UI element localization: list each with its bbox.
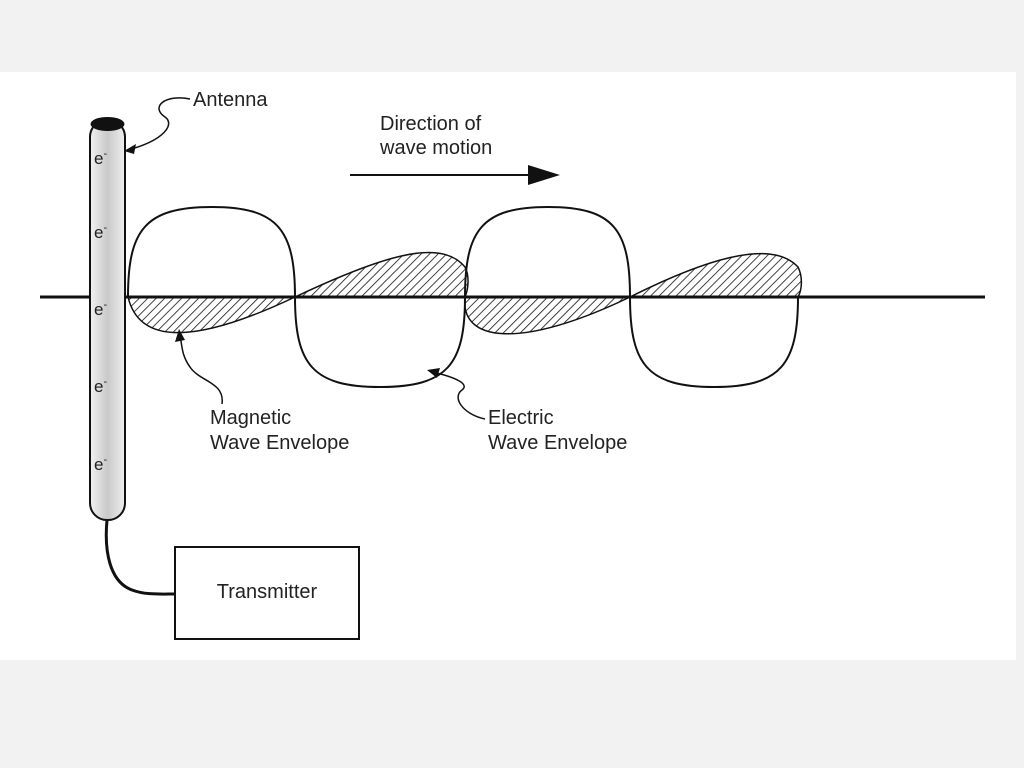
electron-label-2: e- <box>94 222 107 242</box>
diagram-frame: e- e- e- e- e- Transmitter Antenna Direc… <box>0 72 1016 660</box>
magnetic-lobe-4 <box>629 252 803 298</box>
electron-label-1: e- <box>94 148 107 168</box>
magnetic-lobe-1 <box>127 296 296 334</box>
transmitter-cable <box>104 519 176 596</box>
magnetic-label-line1: Magnetic <box>210 407 291 429</box>
electron-label-5: e- <box>94 454 107 474</box>
antenna: e- e- e- e- e- <box>89 117 126 521</box>
transmitter-label: Transmitter <box>217 581 318 603</box>
magnetic-label-line2: Wave Envelope <box>210 432 349 454</box>
electron-label-4: e- <box>94 376 107 396</box>
antenna-leader <box>127 97 191 151</box>
magnetic-leader-arrowhead <box>175 329 185 342</box>
electric-leader <box>431 371 486 420</box>
magnetic-wave-envelope <box>127 251 803 335</box>
electron-label-3: e- <box>94 299 107 319</box>
magnetic-lobe-2 <box>294 251 469 298</box>
direction-label-line1: Direction of <box>380 113 482 135</box>
antenna-leader-arrowhead <box>124 144 136 154</box>
em-wave-diagram: e- e- e- e- e- Transmitter Antenna Direc… <box>40 89 985 640</box>
antenna-top <box>90 117 125 131</box>
antenna-label: Antenna <box>193 89 268 111</box>
magnetic-lobe-3 <box>464 296 631 335</box>
electric-label-line1: Electric <box>488 407 554 429</box>
electric-leader-arrowhead <box>427 368 440 378</box>
transmitter-box <box>174 546 360 640</box>
electric-label-line2: Wave Envelope <box>488 432 627 454</box>
direction-label-line2: wave motion <box>379 137 492 159</box>
direction-arrow-head <box>528 165 560 185</box>
magnetic-leader <box>179 333 223 405</box>
